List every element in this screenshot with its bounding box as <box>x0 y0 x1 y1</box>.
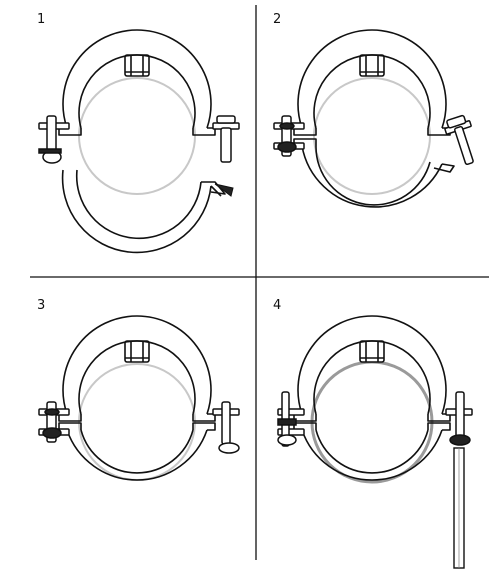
clamp-closing-icon <box>273 29 474 208</box>
clamp-tightened-icon <box>277 315 473 569</box>
step-number-1: 1 <box>37 12 45 27</box>
pipe-section <box>310 360 434 484</box>
pipe-section <box>78 77 196 195</box>
clamp-open-icon <box>38 29 240 254</box>
threaded-rod <box>453 447 465 569</box>
step-number-4: 4 <box>273 298 281 313</box>
step-number-3: 3 <box>37 298 45 313</box>
pipe-section <box>313 77 431 195</box>
step-number-2: 2 <box>273 12 281 27</box>
pipe-section <box>78 363 196 481</box>
clamp-closed-icon <box>38 315 240 481</box>
